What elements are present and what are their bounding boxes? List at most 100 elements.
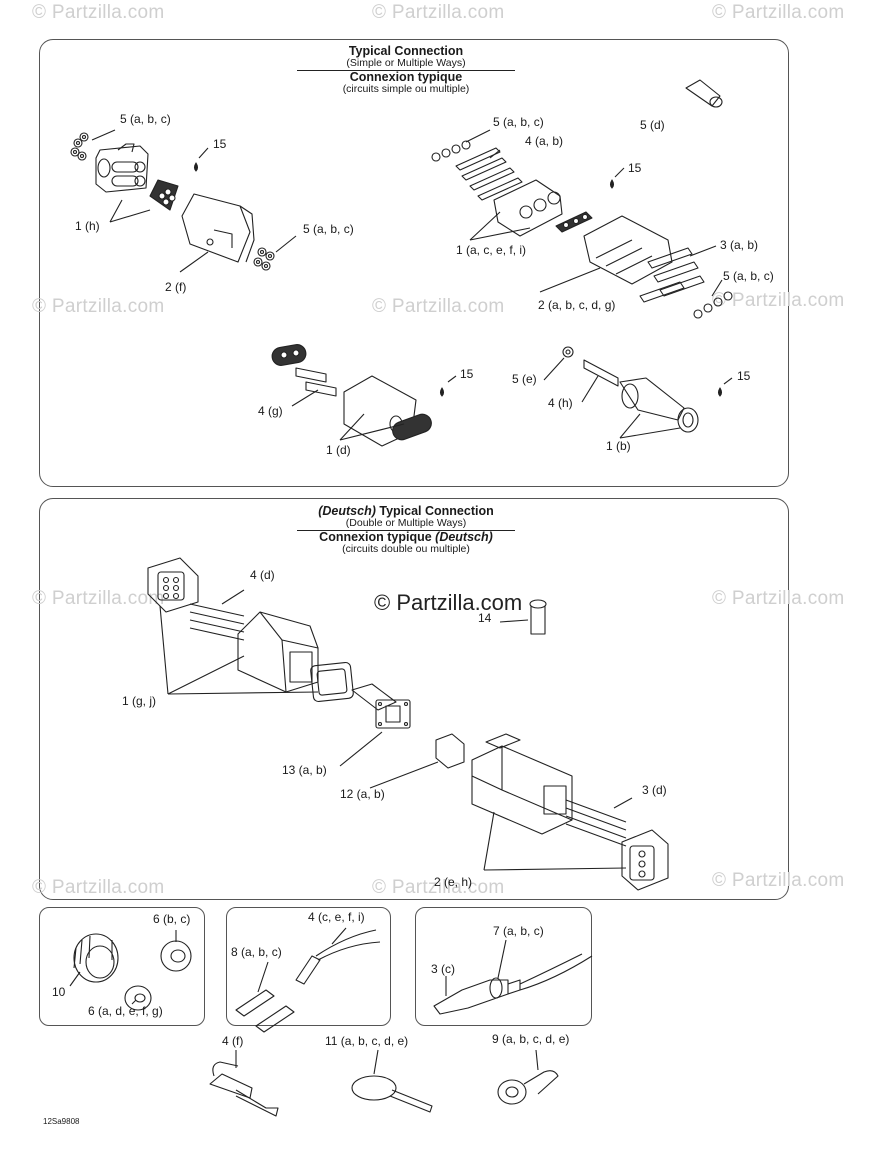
- label-5abc: 5 (a, b, c): [120, 112, 171, 126]
- lubricant-drop-icon: [717, 387, 723, 397]
- watermark: © Partzilla.com: [712, 588, 845, 609]
- panel2-title-text: Typical Connection: [379, 504, 494, 518]
- label-5abc: 5 (a, b, c): [493, 115, 544, 129]
- leader-line: [497, 939, 507, 979]
- deutsch-label-fr: (Deutsch): [435, 530, 493, 544]
- cable-grommet-panel: [39, 907, 205, 1026]
- watermark: © Partzilla.com: [372, 2, 505, 23]
- panel2-header: (Deutsch) Typical Connection (Double or …: [296, 505, 516, 555]
- splice-panel: [226, 907, 391, 1026]
- deutsch-connection-panel: [39, 498, 789, 900]
- label-9: 9 (a, b, c, d, e): [492, 1032, 570, 1046]
- leader-lines: [543, 357, 733, 439]
- panel1-title-en: Typical Connection: [348, 44, 464, 58]
- watermark: © Partzilla.com: [712, 2, 845, 23]
- label-4f: 4 (f): [222, 1034, 244, 1048]
- divider: [297, 530, 515, 531]
- pin-panel: [415, 907, 592, 1026]
- label-1h: 1 (h): [75, 219, 100, 233]
- socket-pins-icon: [565, 799, 627, 847]
- seal-icon: [149, 179, 179, 211]
- watermark: © Partzilla.com: [32, 296, 165, 317]
- butt-splice-icon: [295, 929, 381, 985]
- watermark: © Partzilla.com: [32, 2, 165, 23]
- panel2-subtitle-en: (Double or Multiple Ways): [345, 517, 467, 529]
- nut-row-icon: [693, 291, 733, 319]
- panel1-header: Typical Connection (Simple or Multiple W…: [296, 45, 516, 95]
- quick-disconnect-icon: [209, 1061, 279, 1117]
- watermark: © Partzilla.com: [32, 588, 165, 609]
- label-5e: 5 (e): [512, 372, 537, 386]
- watermark: © Partzilla.com: [32, 877, 165, 898]
- label-8abc: 8 (a, b, c): [231, 945, 282, 959]
- oval-seal-icon: [271, 344, 307, 366]
- label-6adefg: 6 (a, d, e, f, g): [88, 1004, 163, 1018]
- lubricant-drop-icon: [609, 179, 615, 189]
- wedge-lock-small-icon: [435, 733, 465, 769]
- label-4h: 4 (h): [548, 396, 573, 410]
- deutsch-pins-icon: [189, 603, 245, 641]
- leader-line: [535, 1049, 539, 1071]
- small-nut-icon: [562, 346, 574, 358]
- pin-terminals-icon: [455, 147, 523, 201]
- watermark: © Partzilla.com: [712, 290, 845, 311]
- label-14: 14: [478, 611, 492, 625]
- multi-plug-icon: [583, 215, 673, 285]
- cable-tie-icon: [351, 1075, 433, 1113]
- label-2abcdg: 2 (a, b, c, d, g): [538, 298, 616, 312]
- socket-terminals-icon: [639, 247, 705, 303]
- deutsch-label: (Deutsch): [318, 504, 376, 518]
- watermark: © Partzilla.com: [372, 296, 505, 317]
- single-pin-icon: [685, 79, 723, 108]
- label-12ab: 12 (a, b): [340, 787, 385, 801]
- multi-receptacle-icon: [493, 179, 563, 237]
- label-13ab: 13 (a, b): [282, 763, 327, 777]
- label-6bc: 6 (b, c): [153, 912, 191, 926]
- label-15: 15: [213, 137, 227, 151]
- panel2-title-fr-text: Connexion typique: [319, 530, 432, 544]
- leader-lines: [91, 129, 297, 273]
- label-10: 10: [52, 985, 66, 999]
- label-4cefi: 4 (c, e, f, i): [308, 910, 365, 924]
- label-5abc: 5 (a, b, c): [303, 222, 354, 236]
- leader-line: [198, 147, 209, 159]
- label-4g: 4 (g): [258, 404, 283, 418]
- panel2-subtitle-fr: (circuits double ou multiple): [342, 543, 470, 555]
- round-seal-icon: [677, 407, 699, 433]
- leader-line: [331, 927, 347, 945]
- deutsch-seal-icon: [310, 661, 354, 703]
- label-1d: 1 (d): [326, 443, 351, 457]
- receptacle-connector-icon: [95, 143, 149, 193]
- terminals-pair-icon: [295, 367, 337, 397]
- deutsch-seal-icon: [621, 829, 669, 891]
- terminal-nuts-icon: [253, 247, 275, 271]
- label-2eh: 2 (e, h): [434, 875, 473, 889]
- label-5abc: 5 (a, b, c): [723, 269, 774, 283]
- diagram-code: 12Sa9808: [43, 1117, 80, 1126]
- label-3ab: 3 (a, b): [720, 238, 759, 252]
- ring-terminal-icon: [497, 1070, 559, 1105]
- watermark: © Partzilla.com: [712, 870, 845, 891]
- panel2-title-fr: Connexion typique (Deutsch): [296, 530, 516, 544]
- wedge-seal-icon: [147, 557, 199, 613]
- label-4ab: 4 (a, b): [525, 134, 564, 148]
- leader-line: [257, 961, 269, 993]
- leader-lines: [291, 375, 457, 441]
- heat-shrink-icon: [235, 989, 295, 1033]
- seal-strip-icon: [555, 211, 593, 233]
- panel1-subtitle-fr: (circuits simple ou multiple): [342, 83, 470, 95]
- lubricant-drop-icon: [439, 387, 445, 397]
- cable-seal-icon: [124, 985, 152, 1011]
- plug-pin-icon: [529, 599, 547, 635]
- cable-seal-small-icon: [160, 940, 192, 972]
- label-1b: 1 (b): [606, 439, 631, 453]
- panel1-subtitle-en: (Simple or Multiple Ways): [346, 57, 466, 69]
- label-3d: 3 (d): [642, 783, 667, 797]
- label-7abc: 7 (a, b, c): [493, 924, 544, 938]
- leader-lines: [69, 930, 177, 1005]
- round-connector-icon: [619, 377, 685, 421]
- grommet-nut-icon: [73, 933, 119, 983]
- wedge-lock-icon: [351, 683, 411, 729]
- label-15: 15: [460, 367, 474, 381]
